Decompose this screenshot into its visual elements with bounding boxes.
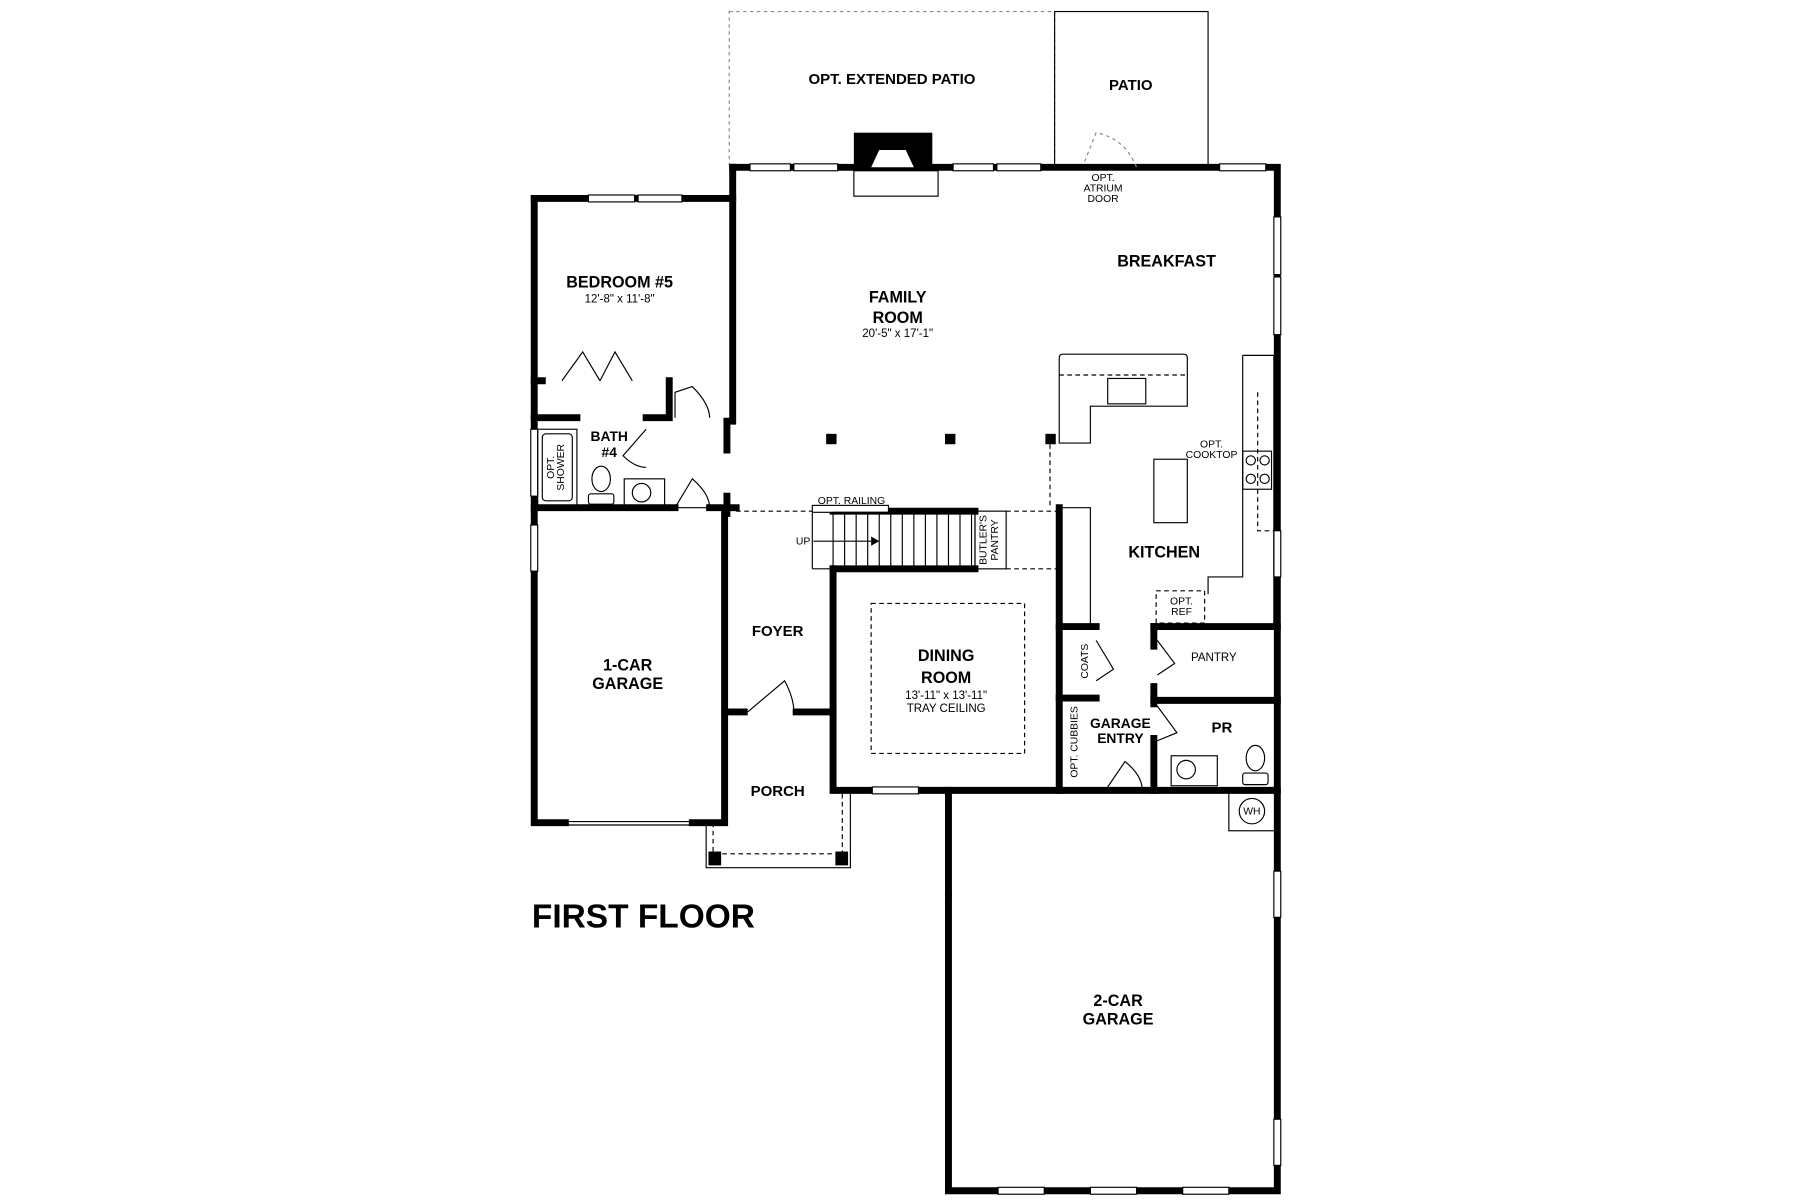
label-garage-entry-2: ENTRY (1097, 730, 1143, 746)
windows (530, 163, 1282, 1195)
walls (530, 163, 1281, 1195)
label-atrium-1: OPT. (1092, 173, 1115, 184)
label-garage-entry-1: GARAGE (1090, 715, 1151, 731)
column (826, 433, 837, 445)
label-dining-dims: 13'-11" x 13'-11" (905, 690, 987, 702)
label-patio: PATIO (1109, 77, 1153, 94)
label-dining-2: ROOM (921, 669, 971, 687)
label-dining-note: TRAY CEILING (907, 703, 986, 715)
kitchen-fixtures (1049, 353, 1275, 629)
label-garage1-2: GARAGE (592, 675, 663, 693)
floor-title: FIRST FLOOR (532, 899, 755, 936)
label-pr: PR (1212, 720, 1233, 737)
label-pantry: PANTRY (1191, 652, 1237, 664)
label-bedroom5-dims: 12'-8" x 11'-8" (585, 293, 655, 305)
label-kitchen: KITCHEN (1128, 543, 1200, 561)
label-ext-patio: OPT. EXTENDED PATIO (808, 71, 975, 88)
label-porch: PORCH (751, 783, 805, 800)
label-up: UP (796, 537, 810, 548)
label-family-1: FAMILY (869, 288, 927, 306)
label-wh: WH (1243, 807, 1260, 818)
label-foyer: FOYER (752, 623, 804, 640)
label-cooktop-2: COOKTOP (1186, 450, 1238, 461)
label-butlers-1: BUTLER'S (979, 515, 990, 565)
doors (561, 132, 1178, 791)
label-garage2-1: 2-CAR (1093, 992, 1143, 1010)
label-opt-ref-2: REF (1171, 607, 1192, 618)
label-atrium-3: DOOR (1088, 194, 1120, 205)
label-bath4-2: #4 (602, 444, 618, 460)
label-cubbies: OPT. CUBBIES (1070, 706, 1081, 778)
porch-outline (705, 793, 851, 869)
label-dining-1: DINING (918, 647, 975, 665)
label-family-2: ROOM (873, 309, 923, 327)
label-garage2-2: GARAGE (1083, 1011, 1154, 1029)
label-butlers-2: PANTRY (990, 519, 1001, 560)
label-coats: COATS (1080, 644, 1091, 679)
label-opt-shower-1: OPT. (546, 456, 557, 479)
staircase (736, 504, 1060, 704)
label-atrium-2: ATRIUM (1084, 184, 1123, 195)
column (1045, 433, 1056, 445)
label-bath4-1: BATH (591, 428, 628, 444)
label-opt-railing: OPT. RAILING (818, 496, 885, 507)
label-family-dims: 20'-5" x 17'-1" (862, 328, 933, 340)
label-breakfast: BREAKFAST (1117, 253, 1216, 271)
tray-ceiling-outline (870, 602, 1026, 755)
label-cooktop-1: OPT. (1200, 440, 1223, 451)
label-bedroom5: BEDROOM #5 (566, 273, 673, 291)
bath-fixtures (537, 428, 1269, 825)
column (945, 433, 956, 445)
fireplace (853, 132, 939, 197)
label-opt-shower-2: SHOWER (556, 443, 567, 490)
label-garage1-1: 1-CAR (603, 656, 653, 674)
label-opt-ref-1: OPT. (1170, 597, 1193, 608)
